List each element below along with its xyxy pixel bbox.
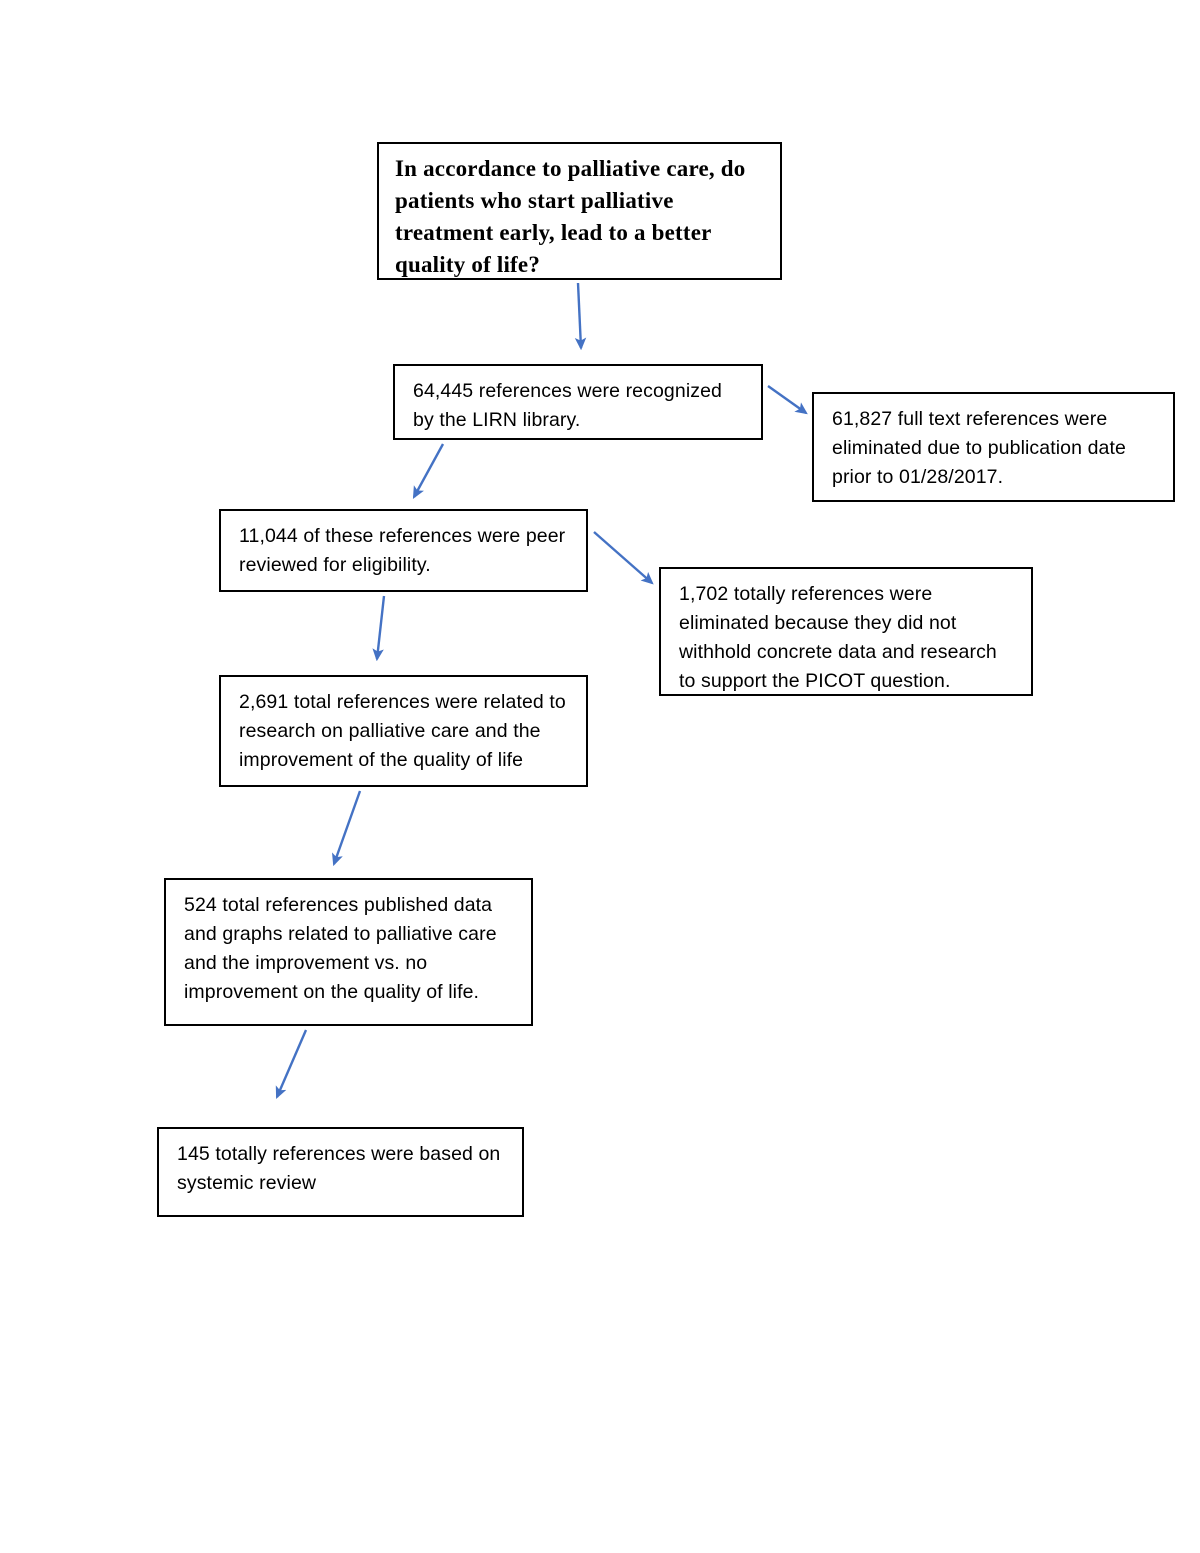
- node-picot-question: In accordance to palliative care, do pat…: [377, 142, 782, 280]
- edge-identified-to-excluded-date: [767, 385, 808, 415]
- node-based-on-systemic-review-text: 145 totally references were based on sys…: [177, 1143, 501, 1194]
- edge-peer-reviewed-to-excluded-data: [593, 531, 654, 585]
- node-related-to-research: 2,691 total references were related to r…: [219, 675, 588, 787]
- edge-question-to-identified: [574, 282, 587, 351]
- node-excluded-no-concrete-data: 1,702 totally references were eliminated…: [659, 567, 1033, 696]
- node-references-identified-text: 64,445 references were recognized by the…: [413, 380, 722, 431]
- edge-peer-reviewed-to-related: [372, 595, 386, 662]
- node-references-identified: 64,445 references were recognized by the…: [393, 364, 763, 440]
- node-picot-question-text: In accordance to palliative care, do pat…: [395, 156, 746, 277]
- node-peer-reviewed-eligibility: 11,044 of these references were peer rev…: [219, 509, 588, 592]
- node-excluded-publication-date-text: 61,827 full text references were elimina…: [832, 408, 1126, 488]
- edge-published-to-systemic: [275, 1029, 308, 1100]
- node-excluded-publication-date: 61,827 full text references were elimina…: [812, 392, 1175, 502]
- edge-identified-to-peer-reviewed: [412, 443, 445, 499]
- node-published-data-and-graphs-text: 524 total references published data and …: [184, 894, 497, 1003]
- edge-related-to-published: [332, 790, 362, 867]
- node-published-data-and-graphs: 524 total references published data and …: [164, 878, 533, 1026]
- node-excluded-no-concrete-data-text: 1,702 totally references were eliminated…: [679, 583, 997, 692]
- node-peer-reviewed-eligibility-text: 11,044 of these references were peer rev…: [239, 525, 566, 576]
- node-related-to-research-text: 2,691 total references were related to r…: [239, 691, 566, 771]
- node-based-on-systemic-review: 145 totally references were based on sys…: [157, 1127, 524, 1217]
